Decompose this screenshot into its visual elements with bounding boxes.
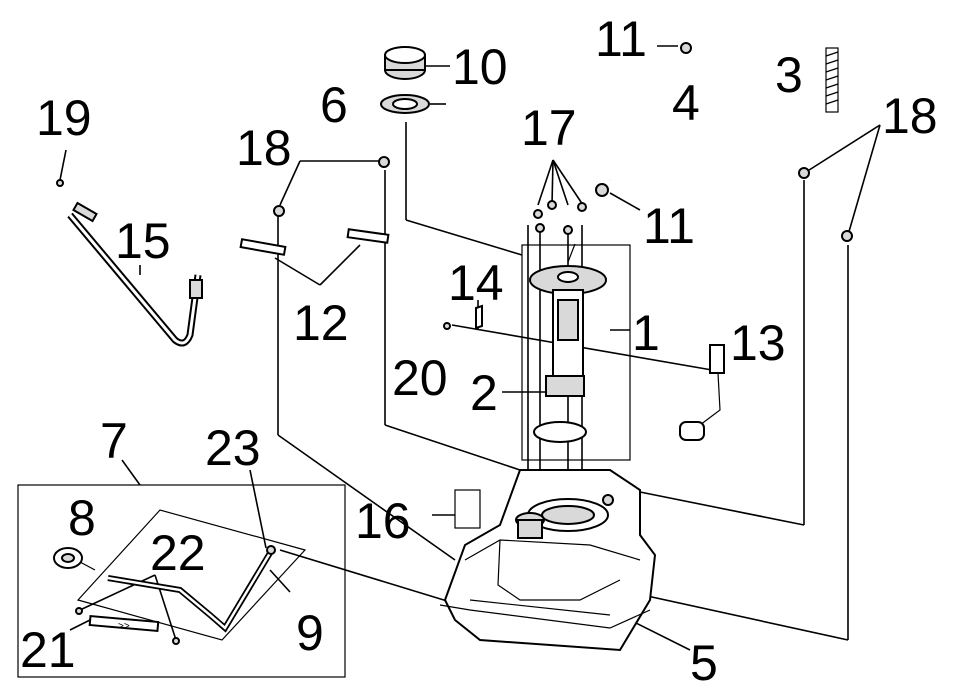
callout-21: 21 <box>20 622 76 678</box>
fuel-cap-icon <box>384 46 426 80</box>
callout-8: 8 <box>68 490 96 546</box>
sub-kit-frame <box>76 509 307 641</box>
callout-1: 1 <box>632 305 660 361</box>
callout-10: 10 <box>452 39 508 95</box>
fuel-line-icon <box>107 551 273 633</box>
callout-18-left: 18 <box>236 120 292 176</box>
hose-clamp-icon <box>595 183 609 197</box>
short-hose-icon: >> <box>88 614 160 633</box>
stud-nuts-icon <box>533 200 587 235</box>
callout-5: 5 <box>690 635 718 691</box>
clamp-icon <box>75 607 83 615</box>
svg-text:>>: >> <box>118 621 130 632</box>
callout-numbers: 1 2 3 4 5 6 7 8 9 10 11 11 12 13 14 15 1… <box>20 11 938 691</box>
callout-7: 7 <box>100 413 128 469</box>
pin-icon <box>239 228 390 256</box>
callout-2: 2 <box>470 365 498 421</box>
warning-label-icon <box>454 489 481 529</box>
kit-box <box>17 484 346 678</box>
callout-11-upper: 11 <box>595 11 647 67</box>
bolt-icon <box>841 230 853 242</box>
fuel-filter-icon <box>53 547 96 571</box>
callout-15: 15 <box>115 213 171 269</box>
callout-14: 14 <box>448 255 504 311</box>
callout-3: 3 <box>775 47 803 103</box>
callout-12: 12 <box>293 295 349 351</box>
callout-4: 4 <box>672 75 700 131</box>
spring-icon <box>825 47 839 113</box>
line-clip-icon <box>266 545 276 555</box>
fuel-level-sender-icon <box>679 344 725 441</box>
callout-18-right: 18 <box>882 88 938 144</box>
washer-icon <box>443 322 451 330</box>
fuel-tank-icon <box>439 469 657 652</box>
bolt-icon <box>273 205 285 217</box>
fuel-pump-icon <box>529 243 607 397</box>
clip-icon <box>56 179 64 187</box>
cap-gasket-icon <box>380 94 430 114</box>
hose-clamp-icon <box>680 42 692 54</box>
callout-22: 22 <box>150 525 206 581</box>
screw-icon <box>475 304 483 330</box>
callout-16: 16 <box>355 493 411 549</box>
callout-6: 6 <box>320 77 348 133</box>
clamp-icon <box>172 637 180 645</box>
callout-13: 13 <box>730 315 786 371</box>
callout-19: 19 <box>36 90 92 146</box>
callout-9: 9 <box>296 605 324 661</box>
breather-hose-icon <box>67 201 203 347</box>
callout-23: 23 <box>205 420 261 476</box>
bolt-icon <box>378 156 390 168</box>
callout-17: 17 <box>521 100 577 156</box>
pump-gasket-icon <box>533 421 587 443</box>
pump-assembly-bracket <box>521 244 631 461</box>
callout-20: 20 <box>392 350 448 406</box>
bolt-icon <box>798 167 810 179</box>
callout-11-lower: 11 <box>643 198 695 254</box>
fuel-hose-icon <box>607 44 756 196</box>
